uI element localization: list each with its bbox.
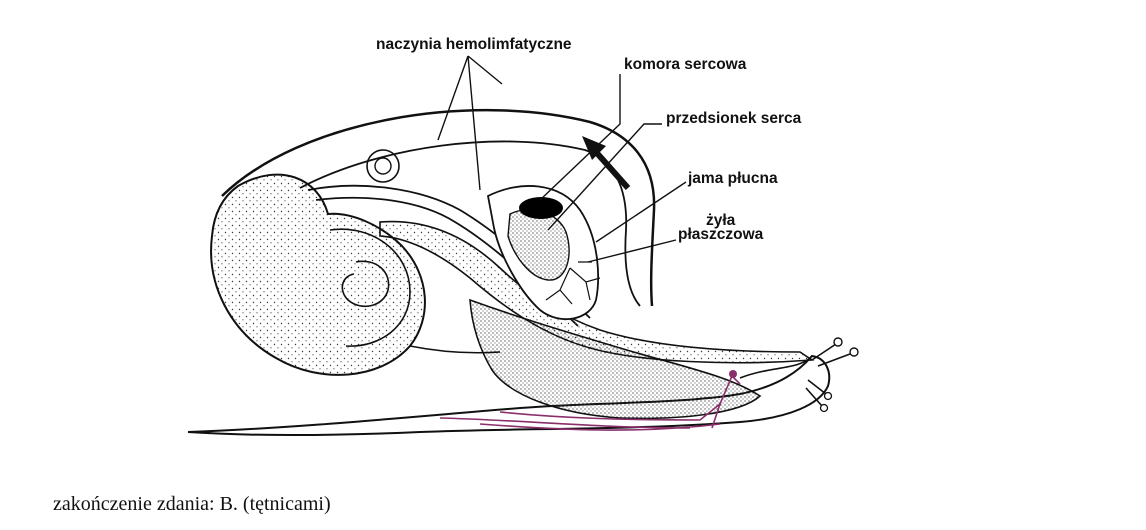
leader-vessels-b	[467, 55, 481, 191]
coil-outer	[366, 149, 400, 183]
snail-head	[739, 355, 813, 379]
label-vessels: naczynia hemolimfatyczne	[376, 36, 572, 53]
shell-outline	[221, 109, 656, 307]
tentacle-eye-1	[833, 337, 843, 347]
leader-atrium	[547, 123, 662, 231]
label-atrium: przedsionek serca	[666, 110, 802, 127]
leader-ventricle	[539, 74, 621, 201]
tentacle-eye-2	[849, 347, 859, 357]
tentacle-tip-2	[819, 403, 829, 413]
tentacle-lower	[805, 379, 827, 407]
label-ventricle: komora sercowa	[624, 56, 747, 73]
spiral-inner	[329, 228, 411, 347]
label-mantle-vein-2: płaszczowa	[678, 226, 764, 243]
nerve-lines	[439, 375, 741, 431]
flow-arrow-shaft	[593, 150, 631, 190]
leader-mantle-vein	[587, 239, 677, 263]
label-lung-cavity: jama płucna	[687, 170, 778, 187]
leader-vessels-c	[467, 55, 503, 85]
body-line	[409, 345, 501, 354]
leader-vessels-a	[437, 55, 469, 141]
visceral-mass	[210, 173, 426, 376]
heart-ventricle	[519, 197, 563, 219]
spiral-whorl	[341, 260, 390, 308]
tentacle-tip-1	[823, 391, 833, 401]
mantle-vein-branches	[545, 261, 601, 305]
label-mantle-vein-1: żyła	[706, 212, 736, 229]
digestive-gland	[469, 298, 762, 420]
nerve-ganglion	[729, 370, 737, 378]
coil-inner	[374, 157, 392, 175]
leader-lung-cavity	[595, 181, 687, 243]
answer-caption: zakończenie zdania: B. (tętnicami)	[53, 493, 331, 515]
tentacle-upper	[811, 343, 851, 367]
